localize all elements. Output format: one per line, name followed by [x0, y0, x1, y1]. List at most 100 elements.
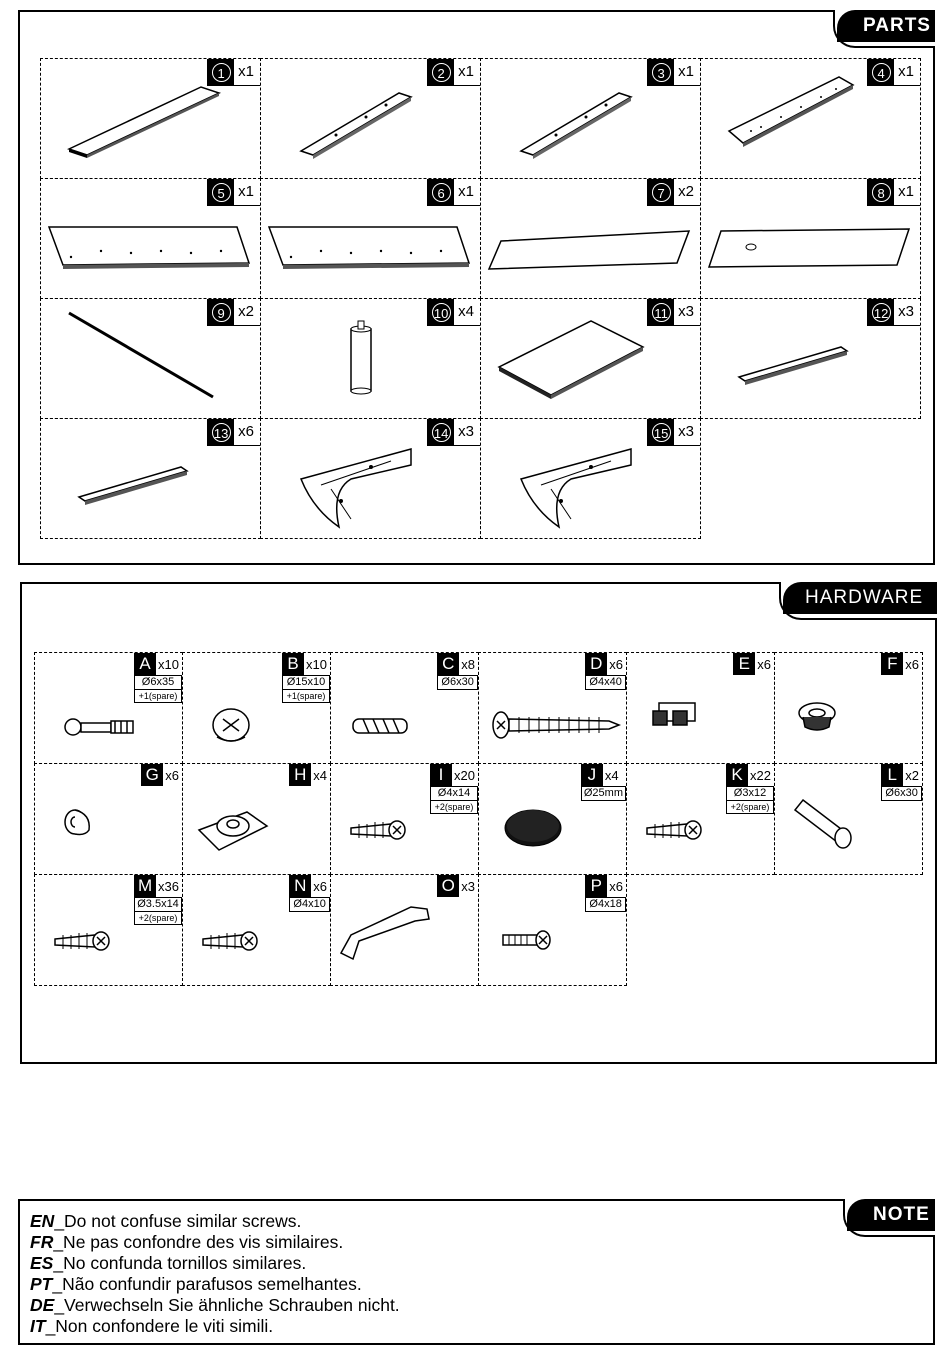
part-number: 9: [208, 299, 235, 325]
part-label: 11 x3: [647, 299, 700, 326]
hardware-quantity: x2: [905, 768, 919, 783]
part-number: 1: [208, 59, 235, 85]
dowel-icon: [352, 718, 408, 734]
part-number: 13: [208, 419, 235, 445]
hardware-quantity: x3: [461, 879, 475, 894]
hardware-size: Ø4x10: [289, 897, 330, 912]
felt-pad-icon: [504, 809, 562, 847]
part-number-text: 6: [431, 182, 451, 202]
part-number-text: 11: [651, 302, 671, 322]
hardware-tab: HARDWARE: [783, 582, 937, 614]
hardware-letter: E: [733, 653, 756, 675]
hardware-letter: L: [881, 764, 904, 786]
hardware-letter: G: [141, 764, 164, 786]
part-quantity: x6: [238, 423, 254, 440]
cam-lock-icon: [212, 708, 250, 742]
hardware-letter: N: [289, 875, 312, 897]
hardware-quantity: x10: [158, 657, 179, 672]
note-line: EN_Do not confuse similar screws.: [30, 1211, 302, 1231]
note-line: PT_Não confundir parafusos semelhantes.: [30, 1274, 362, 1294]
part-number-text: 1: [211, 62, 231, 82]
screw-icon: [350, 820, 406, 840]
rail-icon: [299, 92, 413, 159]
hardware-quantity: x6: [165, 768, 179, 783]
part-cell: 5 x1: [40, 178, 261, 299]
hardware-quantity: x6: [609, 879, 623, 894]
side-panel-icon: [267, 226, 471, 269]
drilled-board-icon: [727, 76, 855, 147]
hardware-size: Ø25mm: [580, 786, 626, 801]
part-number-text: 10: [431, 302, 451, 322]
part-cell: 2 x1: [260, 58, 481, 179]
hardware-letter: P: [585, 875, 608, 897]
hardware-size: Ø4x18: [585, 897, 626, 912]
part-quantity: x1: [898, 63, 914, 80]
screw-icon: [646, 820, 702, 840]
long-board-icon: [66, 86, 222, 158]
part-number-text: 2: [431, 62, 451, 82]
part-number-text: 5: [211, 182, 231, 202]
part-cell: 11 x3: [480, 298, 701, 419]
hardware-quantity: x8: [461, 657, 475, 672]
hardware-spare: +1(spare): [282, 690, 330, 703]
part-number-text: 4: [871, 62, 891, 82]
hardware-letter: A: [134, 653, 157, 675]
part-quantity: x1: [458, 63, 474, 80]
part-number: 11: [648, 299, 675, 325]
grommet-icon: [798, 702, 836, 731]
hardware-quantity: x6: [757, 657, 771, 672]
parts-tab-frame: PARTS: [833, 10, 935, 48]
hardware-letter: O: [437, 875, 460, 897]
hardware-letter: F: [881, 653, 904, 675]
side-panel-icon: [47, 226, 251, 269]
part-number-text: 13: [211, 422, 231, 442]
part-quantity: x3: [678, 303, 694, 320]
part-cell: 6 x1: [260, 178, 481, 299]
shelf-board-icon: [497, 320, 645, 399]
note-line: DE_Verwechseln Sie ähnliche Schrauben ni…: [30, 1295, 400, 1315]
hardware-letter: J: [580, 764, 603, 786]
part-number: 15: [648, 419, 675, 445]
part-quantity: x1: [458, 183, 474, 200]
hardware-size: Ø6x30: [881, 786, 922, 801]
part-quantity: x1: [238, 63, 254, 80]
hardware-quantity: x4: [313, 768, 327, 783]
note-tab: NOTE: [847, 1199, 935, 1231]
part-quantity: x3: [458, 423, 474, 440]
hardware-size: Ø3.5x14: [134, 897, 182, 912]
part-label: 4 x1: [867, 59, 920, 86]
part-quantity: x1: [238, 183, 254, 200]
hardware-letter: K: [726, 764, 749, 786]
hardware-letter: C: [437, 653, 460, 675]
hardware-quantity: x4: [604, 768, 619, 783]
rail-icon: [519, 92, 633, 159]
hardware-size: Ø3x12: [726, 786, 774, 801]
slat-icon: [77, 466, 189, 505]
hardware-size: Ø15x10: [282, 675, 330, 690]
part-label: 5 x1: [207, 179, 260, 206]
